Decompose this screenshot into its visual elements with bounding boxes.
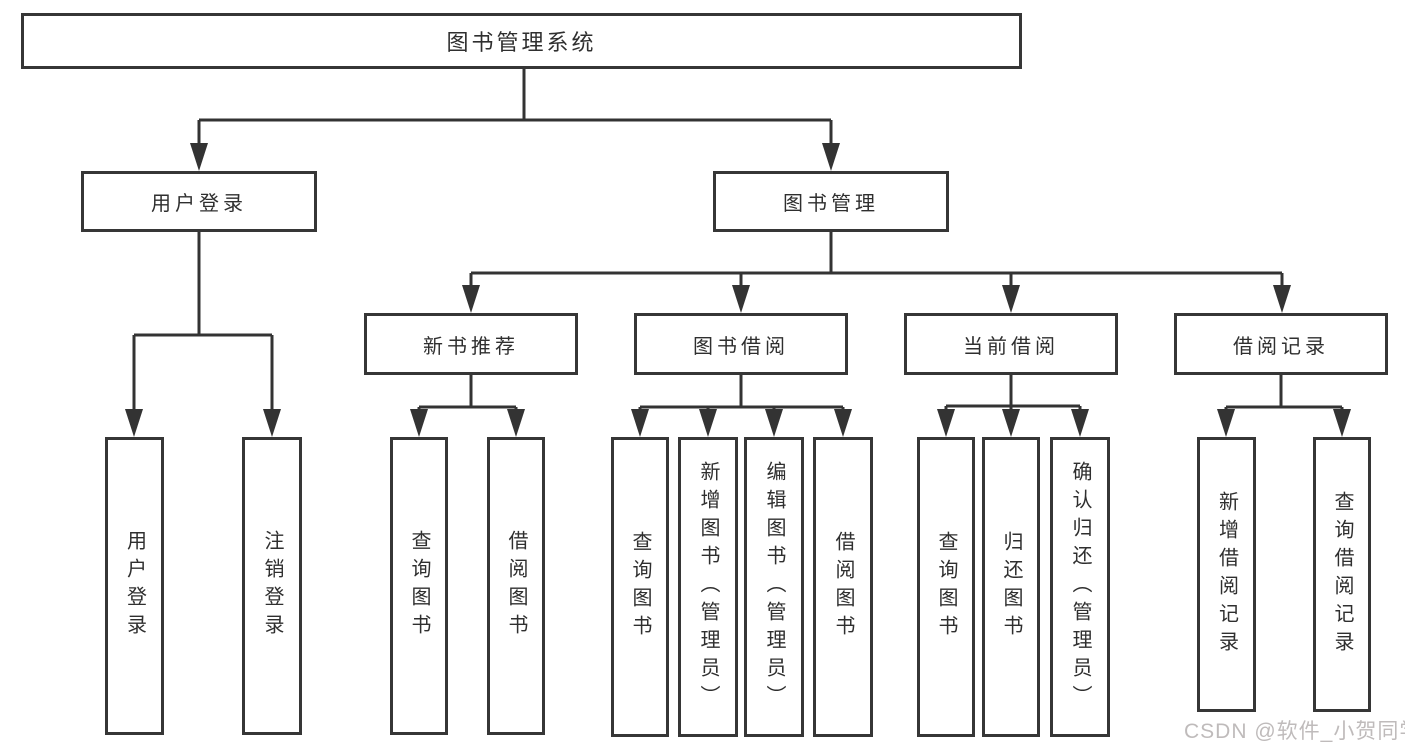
leaf-label: 借阅图书	[832, 531, 854, 643]
node-user-login: 用户登录	[81, 171, 317, 232]
group-label: 新书推荐	[423, 335, 519, 358]
leaf-label: 归还图书	[1000, 531, 1022, 643]
leaf-label: 查询图书	[408, 530, 430, 642]
leaf-confirm-return-admin: 确认归还（管理员）	[1050, 437, 1110, 737]
node-book-management: 图书管理	[713, 171, 949, 232]
leaf-edit-book-admin: 编辑图书（管理员）	[744, 437, 804, 737]
leaf-query-books-recommend: 查询图书	[390, 437, 448, 735]
node-new-book-recommendation: 新书推荐	[364, 313, 578, 375]
leaf-add-book-admin: 新增图书（管理员）	[678, 437, 738, 737]
group-label: 当前借阅	[963, 335, 1059, 358]
node-book-management-label: 图书管理	[783, 193, 879, 215]
group-label: 借阅记录	[1233, 335, 1329, 358]
node-borrowing-records: 借阅记录	[1174, 313, 1388, 375]
watermark-text: CSDN @软件_小贺同学	[1184, 720, 1405, 743]
leaf-label: 编辑图书（管理员）	[763, 461, 785, 713]
node-user-login-label: 用户登录	[151, 193, 247, 215]
leaf-borrow-books: 借阅图书	[813, 437, 873, 737]
node-root-label: 图书管理系统	[446, 30, 597, 55]
node-current-borrowing: 当前借阅	[904, 313, 1118, 375]
leaf-label: 查询图书	[935, 531, 957, 643]
leaf-query-borrow-record: 查询借阅记录	[1313, 437, 1371, 712]
leaf-query-books-current: 查询图书	[917, 437, 975, 737]
node-book-borrowing: 图书借阅	[634, 313, 848, 375]
arrowhead-icons	[125, 143, 1351, 437]
group-label: 图书借阅	[693, 335, 789, 358]
leaf-label: 借阅图书	[505, 530, 527, 642]
leaf-logout: 注销登录	[242, 437, 302, 735]
leaf-label: 新增图书（管理员）	[697, 461, 719, 713]
leaf-add-borrow-record: 新增借阅记录	[1197, 437, 1256, 712]
node-root-system: 图书管理系统	[21, 13, 1022, 69]
leaf-user-login: 用户登录	[105, 437, 164, 735]
leaf-label: 查询图书	[629, 531, 651, 643]
leaf-return-books: 归还图书	[982, 437, 1040, 737]
leaf-label: 查询借阅记录	[1331, 490, 1353, 659]
leaf-label: 新增借阅记录	[1215, 490, 1238, 659]
leaf-label: 注销登录	[261, 530, 283, 642]
leaf-query-books-borrowing: 查询图书	[611, 437, 669, 737]
leaf-borrow-books-recommend: 借阅图书	[487, 437, 545, 735]
leaf-label: 确认归还（管理员）	[1069, 461, 1091, 713]
leaf-label: 用户登录	[123, 530, 146, 642]
